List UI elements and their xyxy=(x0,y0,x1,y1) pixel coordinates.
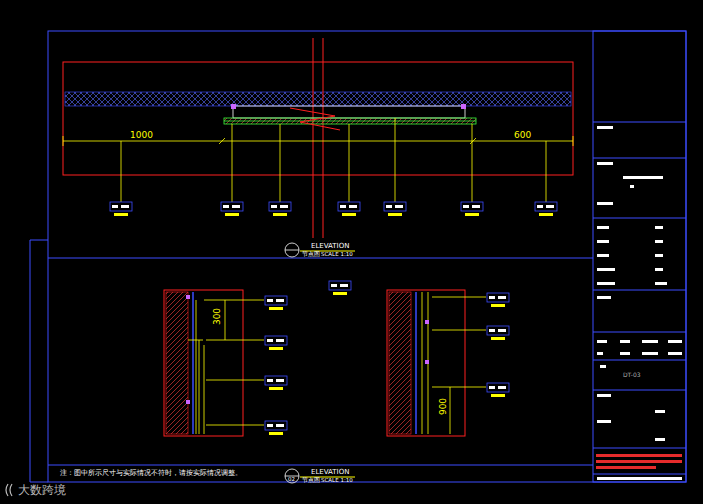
callout-tag xyxy=(269,202,291,216)
dimension: 300 xyxy=(213,308,222,325)
callout-tag xyxy=(461,202,483,216)
title-text: 节点图 xyxy=(302,478,320,484)
callout-tag xyxy=(487,383,509,397)
title-text: 节点图 xyxy=(302,252,320,258)
watermark: 大数跨境 xyxy=(18,484,66,496)
callout-tag xyxy=(265,336,287,350)
callout-tag xyxy=(265,421,287,435)
title-text: SCALE 1:10 xyxy=(321,252,353,258)
dimension: 1000 xyxy=(130,131,153,140)
callout-tag xyxy=(265,296,287,310)
callout-tag xyxy=(384,202,406,216)
title-text: 02 xyxy=(288,477,295,483)
title-text: SCALE 1:10 xyxy=(321,478,353,484)
callout-tag xyxy=(487,293,509,307)
callout-tag xyxy=(110,202,132,216)
note: 注：图中所示尺寸与实际情况不符时，请按实际情况调整。 xyxy=(60,470,242,477)
title-text: ELEVATION xyxy=(311,243,349,250)
callout-tag xyxy=(221,202,243,216)
dimension: 900 xyxy=(439,398,448,415)
callout-tag xyxy=(487,326,509,340)
callout-tag xyxy=(329,281,351,295)
title-text: ELEVATION xyxy=(311,469,349,476)
view-title: ELEVATION 节点图SCALE 1:10 xyxy=(285,242,365,260)
callout-tag xyxy=(535,202,557,216)
drawing-number: DT-03 xyxy=(623,372,641,378)
dimension: 600 xyxy=(514,131,531,140)
callout-tag xyxy=(338,202,360,216)
callout-tag xyxy=(265,376,287,390)
view-title: 02 ELEVATION 节点图SCALE 1:10 xyxy=(285,468,365,486)
